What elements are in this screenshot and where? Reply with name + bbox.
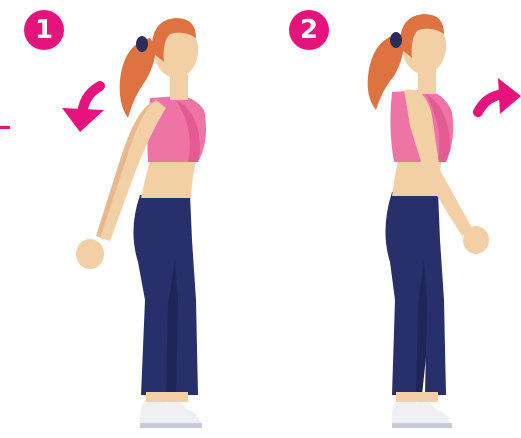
figure-1-hair-tie xyxy=(136,36,148,52)
figure-2-shoe-sole xyxy=(392,423,452,428)
curved-arrow-down-left-icon xyxy=(62,86,104,132)
figure-2-shoe-front xyxy=(410,400,450,425)
figure-1-leggings xyxy=(133,195,198,395)
figure-1-shoe-sole xyxy=(140,423,202,428)
figure-1-shoe-front xyxy=(160,400,200,425)
figure-step-1 xyxy=(76,18,206,428)
edge-dash xyxy=(0,126,10,129)
figure-2-hair-tie xyxy=(390,32,402,48)
figure-1-ankles xyxy=(146,392,188,402)
figure-1-hand xyxy=(76,239,104,269)
figure-2-leggings xyxy=(385,192,446,395)
figure-1-neck xyxy=(170,74,188,100)
figure-step-2 xyxy=(368,14,489,428)
figure-2-hand xyxy=(463,226,489,254)
curved-arrow-right-icon xyxy=(478,78,521,114)
figure-1-waist xyxy=(141,160,196,198)
figure-2-ankles xyxy=(396,392,438,402)
